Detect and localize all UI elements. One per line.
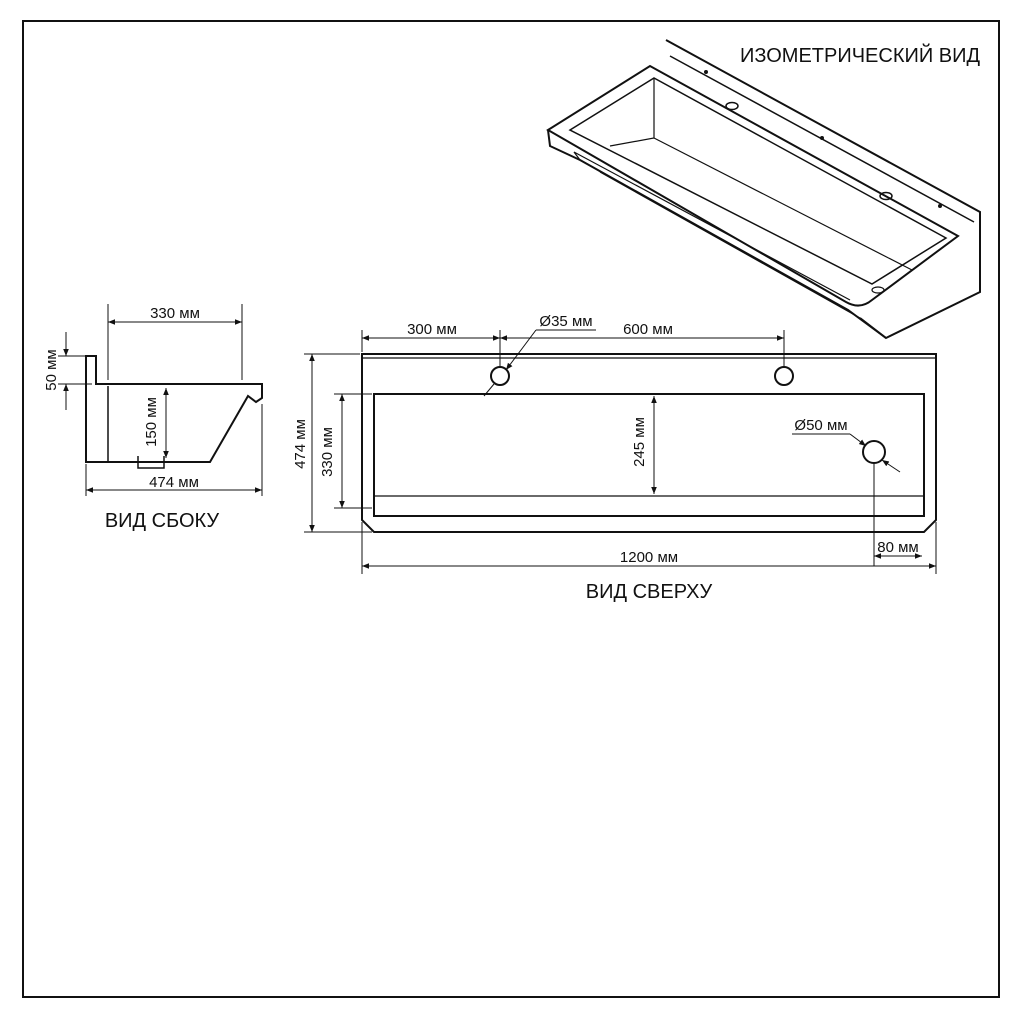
side-title: ВИД СБОКУ <box>105 510 220 532</box>
side-profile <box>85 355 263 463</box>
side-drain <box>137 456 165 469</box>
iso-hole-left-icon <box>725 101 739 111</box>
iso-drain-icon <box>871 286 885 294</box>
faucet-hole-right-icon <box>774 366 794 386</box>
side-view: 330 мм 50 мм 150 мм 474 мм ВИД СБОКУ <box>43 304 263 532</box>
top-title: ВИД СВЕРХУ <box>586 581 713 603</box>
top-dim-474: 474 мм <box>292 419 309 469</box>
top-dim-d50: Ø50 мм <box>794 417 847 434</box>
side-dim-330: 330 мм <box>150 305 200 322</box>
top-dim-300: 300 мм <box>407 321 457 338</box>
top-dim-d35: Ø35 мм <box>539 313 592 330</box>
top-view: 300 мм 600 мм Ø35 мм 474 мм 330 мм 245 м… <box>292 313 937 603</box>
isometric-view: ИЗОМЕТРИЧЕСКИЙ ВИД <box>546 39 981 340</box>
iso-rim <box>546 64 960 307</box>
iso-front <box>547 129 887 339</box>
top-dim-245: 245 мм <box>631 417 648 467</box>
drawing-sheet <box>22 20 1000 998</box>
top-dim-1200: 1200 мм <box>620 549 678 566</box>
iso-hole-right-icon <box>879 191 893 201</box>
top-bowl <box>373 393 925 517</box>
top-dim-330: 330 мм <box>319 427 336 477</box>
side-dim-474: 474 мм <box>149 474 199 491</box>
top-dim-600: 600 мм <box>623 321 673 338</box>
drain-hole-icon <box>862 440 886 464</box>
side-dim-150: 150 мм <box>143 397 160 447</box>
faucet-hole-left-icon <box>490 366 510 386</box>
iso-bowl <box>568 77 948 285</box>
top-dim-80: 80 мм <box>877 539 918 556</box>
iso-back-wall <box>665 39 981 340</box>
side-dim-50: 50 мм <box>43 349 60 390</box>
top-outline <box>361 353 937 533</box>
isometric-title: ИЗОМЕТРИЧЕСКИЙ ВИД <box>740 43 981 67</box>
